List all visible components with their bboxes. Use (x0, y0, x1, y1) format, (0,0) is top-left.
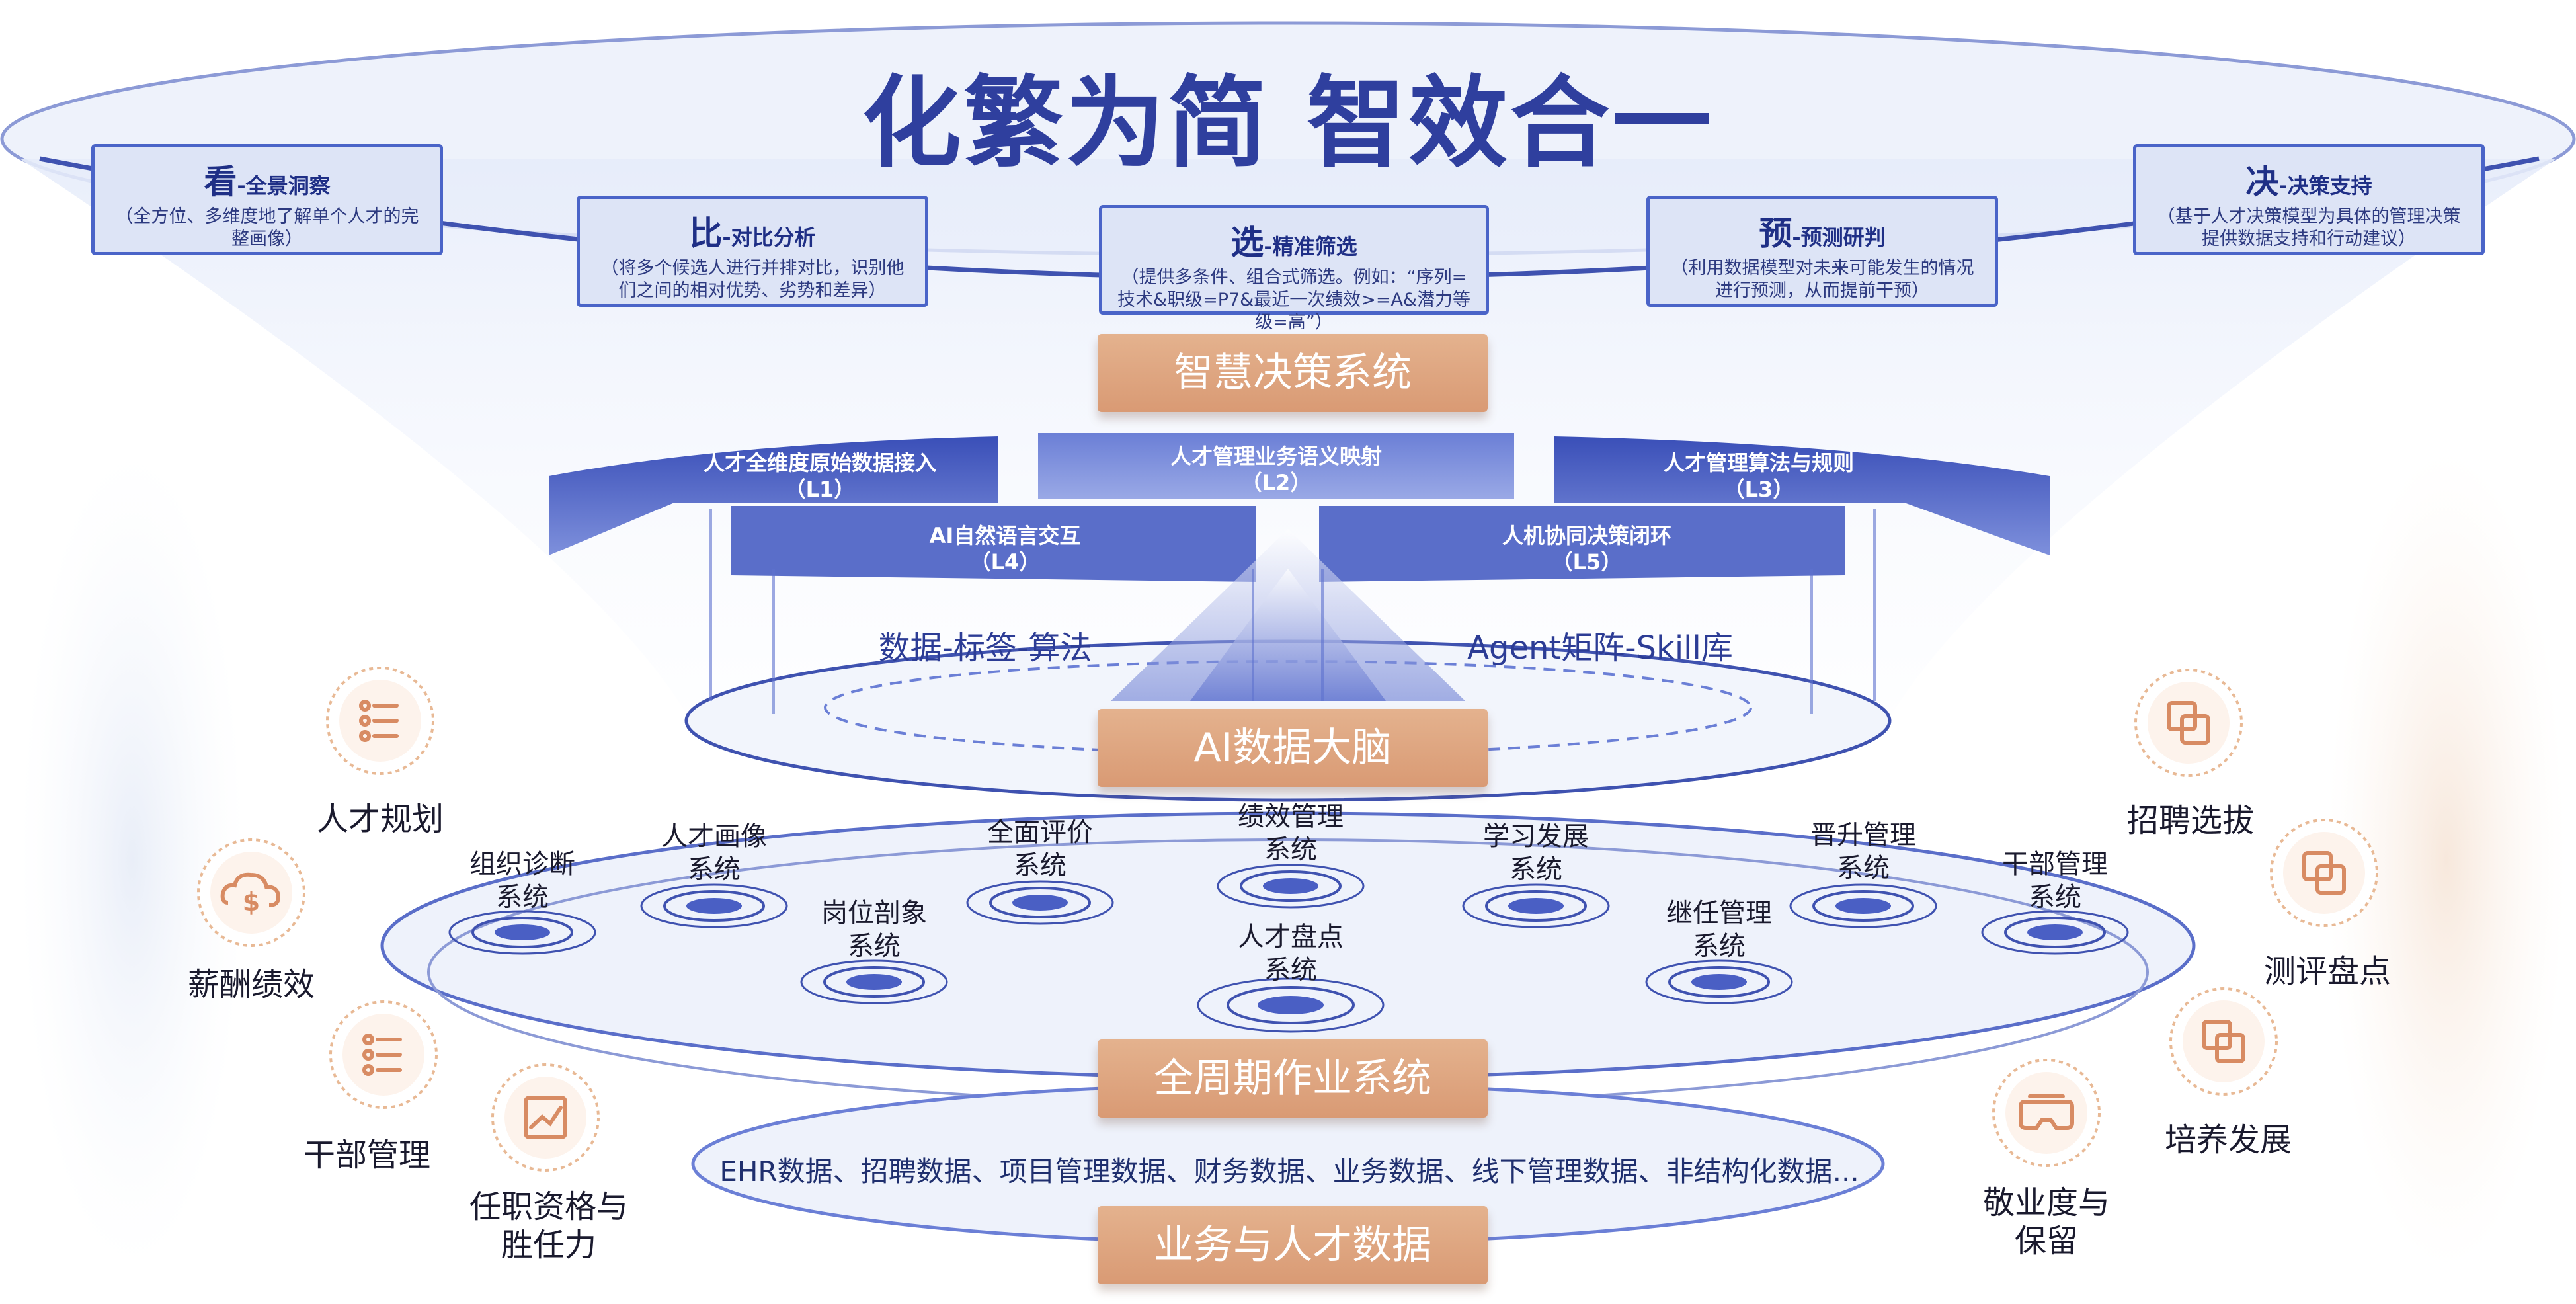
system-label: 系统 (1264, 835, 1317, 865)
system-label: 岗位剖象 (821, 898, 927, 928)
layer-l1-code: （L1） (784, 477, 856, 502)
mid-label-left: 数据-标签-算法 (878, 630, 1092, 667)
layer-l1: 人才全维度原始数据接入 （L1） (648, 450, 992, 503)
layer-l5-name: 人机协同决策闭环 (1502, 523, 1671, 548)
list-icon (326, 667, 434, 775)
overlap-squares-icon (2169, 987, 2278, 1096)
card-predict-char: 预 (1759, 214, 1792, 253)
mid-label-right: Agent矩阵-Skill库 (1467, 630, 1733, 667)
chart-trend-icon (491, 1063, 600, 1172)
system-cadre: 干部管理系统 (1976, 848, 2134, 914)
card-select-sub: -精准筛选 (1264, 234, 1357, 259)
layer-l4: AI自然语言交互 （L4） (820, 522, 1190, 575)
decision-system-pill: 智慧决策系统 (1098, 334, 1488, 412)
card-compare-sub: -对比分析 (722, 225, 816, 250)
layer-l5-code: （L5） (1551, 550, 1623, 575)
data-pill: 业务与人才数据 (1098, 1206, 1488, 1284)
card-decide-char: 决 (2245, 163, 2279, 201)
left-label-compensation: 薪酬绩效 (187, 966, 315, 1003)
data-sources: EHR数据、招聘数据、项目管理数据、财务数据、业务数据、线下管理数据、非结构化数… (719, 1155, 1859, 1188)
layer-l3-code: （L3） (1723, 477, 1794, 502)
system-promotion: 晋升管理系统 (1784, 819, 1943, 885)
system-label: 系统 (2029, 882, 2081, 913)
system-label: 系统 (848, 931, 901, 961)
vr-headset-icon (1992, 1059, 2101, 1167)
system-label: 系统 (688, 854, 741, 885)
layer-l2-name: 人才管理业务语义映射 (1170, 444, 1382, 469)
right-label-recruit: 招聘选拔 (2126, 802, 2254, 839)
card-select-desc: （提供多条件、组合式筛选。例如：“序列=技术&职级=P7&最近一次绩效>=A&潜… (1117, 267, 1470, 333)
svg-text:$: $ (243, 887, 260, 917)
system-learning: 学习发展系统 (1457, 820, 1615, 886)
system-label: 人才画像 (661, 821, 767, 852)
system-performance: 绩效管理系统 (1211, 800, 1370, 866)
system-label: 继任管理 (1666, 898, 1772, 928)
system-label: 干部管理 (2002, 849, 2108, 879)
right-label-development: 培养发展 (2164, 1121, 2292, 1159)
layer-l2: 人才管理业务语义映射 （L2） (1038, 443, 1514, 496)
ops-system-pill: 全周期作业系统 (1098, 1039, 1488, 1118)
system-label: 系统 (496, 882, 549, 913)
card-compare-char: 比 (689, 214, 723, 253)
card-compare-desc: （将多个候选人进行并排对比，识别他们之间的相对优势、劣势和差异） (600, 258, 905, 301)
system-job-profile: 岗位剖象系统 (795, 897, 953, 963)
layer-l5: 人机协同决策闭环 （L5） (1402, 522, 1772, 575)
card-select: 选-精准筛选 （提供多条件、组合式筛选。例如：“序列=技术&职级=P7&最近一次… (1099, 205, 1489, 333)
system-label: 系统 (1264, 955, 1317, 985)
left-label-qualification-line1: 任职资格与 (469, 1188, 628, 1225)
system-talent-review: 人才盘点系统 (1211, 920, 1370, 987)
system-label: 人才盘点 (1238, 922, 1344, 952)
ai-brain-pill: AI数据大脑 (1098, 709, 1488, 787)
system-label: 全面评价 (987, 817, 1093, 848)
cloud-money-icon: $ (197, 838, 305, 947)
card-compare: 比-对比分析 （将多个候选人进行并排对比，识别他们之间的相对优势、劣势和差异） (577, 196, 928, 307)
card-look-desc: （全方位、多维度地了解单个人才的完整画像） (115, 206, 419, 249)
layer-l3: 人才管理算法与规则 （L3） (1587, 450, 1931, 503)
system-label: 系统 (1837, 853, 1890, 883)
card-look-char: 看 (204, 163, 237, 201)
layer-l1-name: 人才全维度原始数据接入 (703, 450, 936, 475)
right-label-engagement-line2: 保留 (2014, 1223, 2078, 1260)
system-label: 学习发展 (1483, 821, 1589, 852)
system-label: 系统 (1014, 850, 1067, 881)
system-label: 组织诊断 (469, 849, 575, 879)
system-talent-profile: 人才画像系统 (635, 820, 793, 886)
card-predict: 预-预测研判 （利用数据模型对未来可能发生的情况进行预测，从而提前干预） (1646, 196, 1998, 307)
system-label: 系统 (1509, 854, 1562, 885)
list-icon (329, 1000, 438, 1109)
left-label-qualification: 任职资格与 胜任力 (436, 1188, 661, 1264)
card-decide-sub: -决策支持 (2278, 173, 2372, 198)
right-label-engagement: 敬业度与 保留 (1944, 1184, 2149, 1260)
system-succession: 继任管理系统 (1640, 897, 1798, 963)
left-label-qualification-line2: 胜任力 (501, 1227, 596, 1264)
card-look: 看-全景洞察 （全方位、多维度地了解单个人才的完整画像） (91, 144, 443, 255)
system-label: 绩效管理 (1238, 801, 1344, 832)
system-org-diagnosis: 组织诊断系统 (443, 848, 602, 914)
layer-l3-name: 人才管理算法与规则 (1663, 450, 1854, 475)
right-label-engagement-line1: 敬业度与 (1982, 1184, 2110, 1221)
page-title: 化繁为简 智效合一 (862, 66, 1714, 181)
left-label-planning: 人才规划 (316, 801, 444, 838)
layer-l2-code: （L2） (1240, 470, 1312, 495)
card-look-sub: -全景洞察 (237, 173, 331, 198)
layer-l4-name: AI自然语言交互 (929, 523, 1081, 548)
right-label-assessment: 测评盘点 (2263, 953, 2391, 990)
system-evaluation: 全面评价系统 (961, 816, 1119, 882)
system-label: 系统 (1693, 931, 1746, 961)
layer-l4-code: （L4） (969, 550, 1041, 575)
system-label: 晋升管理 (1810, 820, 1916, 850)
overlap-squares-icon (2270, 819, 2378, 927)
overlap-squares-icon (2134, 669, 2243, 777)
card-predict-desc: （利用数据模型对未来可能发生的情况进行预测，从而提前干预） (1670, 258, 1974, 301)
left-label-cadre: 干部管理 (303, 1137, 430, 1174)
card-select-char: 选 (1230, 224, 1264, 262)
card-decide-desc: （基于人才决策模型为具体的管理决策提供数据支持和行动建议） (2157, 206, 2461, 249)
card-predict-sub: -预测研判 (1792, 225, 1886, 250)
card-decide: 决-决策支持 （基于人才决策模型为具体的管理决策提供数据支持和行动建议） (2133, 144, 2485, 255)
